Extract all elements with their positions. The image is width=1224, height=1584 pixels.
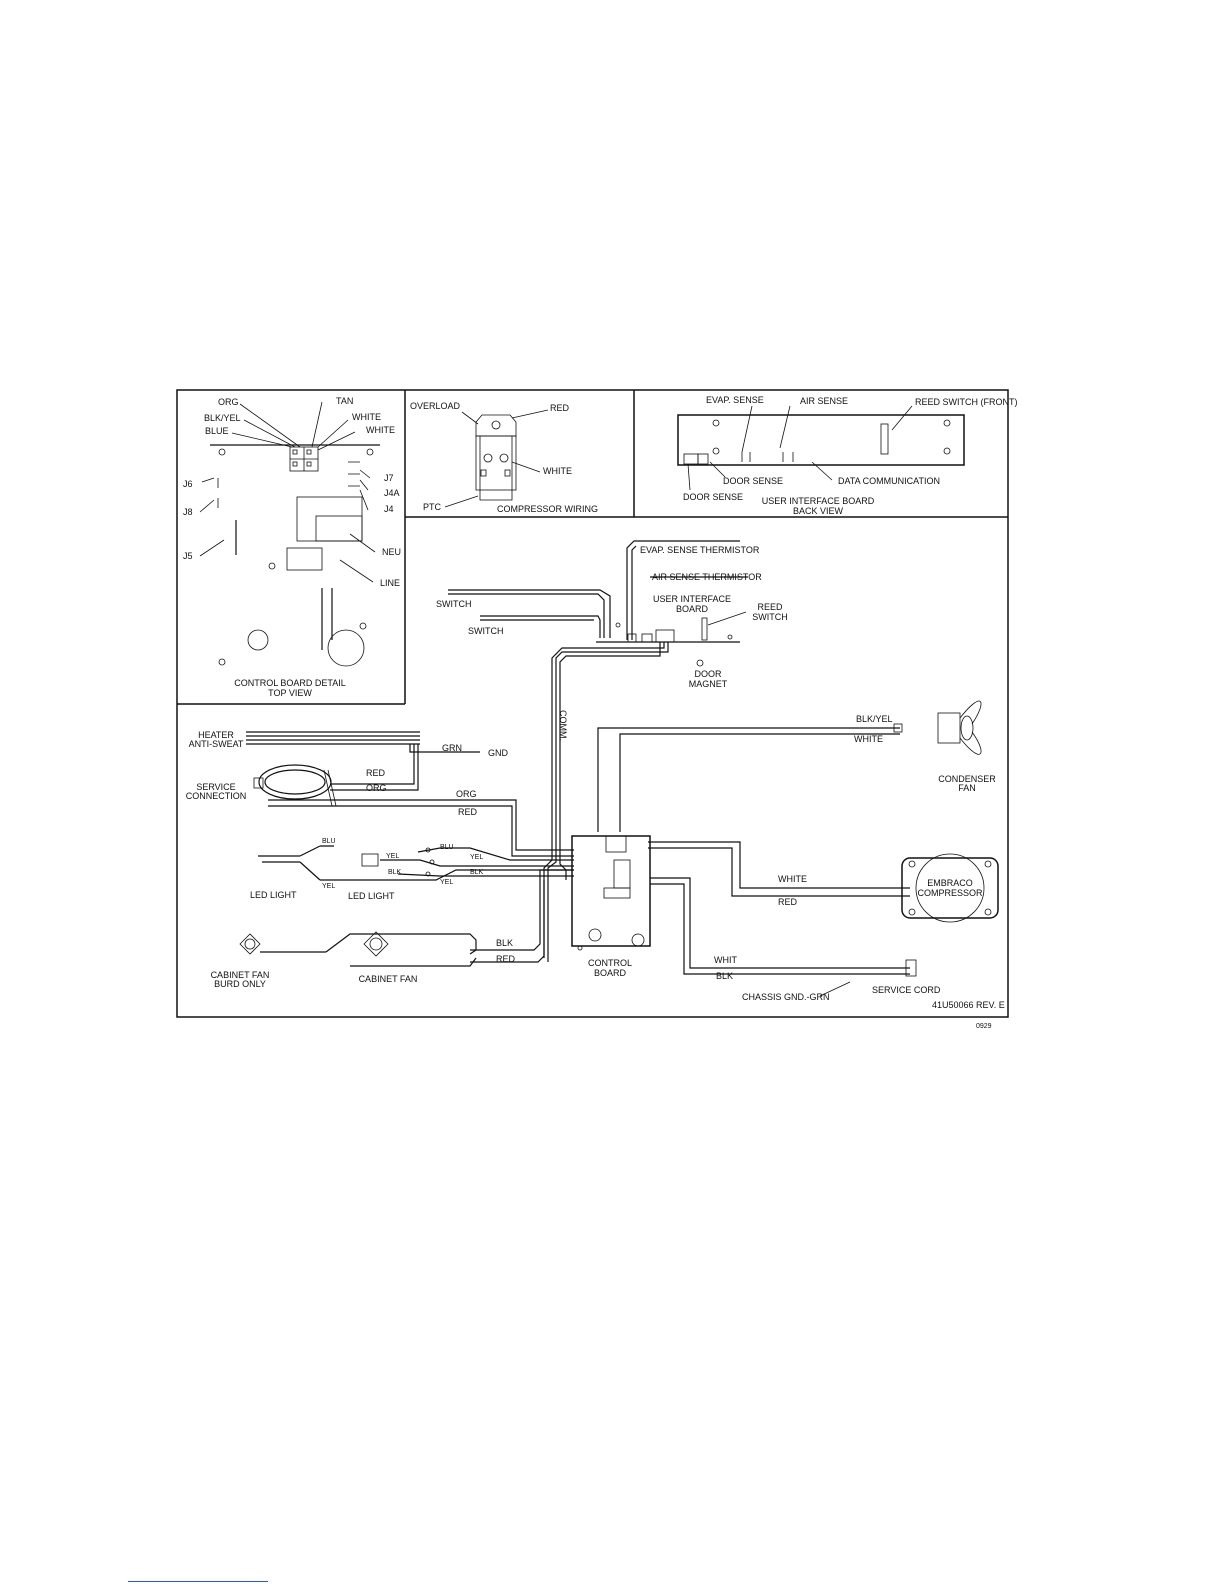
- label-j4a: J4A: [384, 488, 400, 498]
- label-led-light: LED LIGHT: [348, 891, 395, 901]
- label-org: ORG: [218, 397, 239, 407]
- label-blue: BLUE: [205, 426, 229, 436]
- label-blk: BLK: [388, 869, 402, 876]
- corner-mark: 0929: [976, 1023, 992, 1030]
- label-embraco-compressor: COMPRESSOR: [917, 888, 983, 898]
- panel-title: CONTROL BOARD DETAIL: [234, 678, 346, 688]
- label-heater: ANTI-SWEAT: [189, 739, 244, 749]
- label-service-cord: SERVICE CORD: [872, 985, 941, 995]
- label-white: WHITE: [854, 734, 883, 744]
- label-evap-thermistor: EVAP. SENSE THERMISTOR: [640, 545, 760, 555]
- label-led-light: LED LIGHT: [250, 890, 297, 900]
- label-cabinet-fan: CABINET FAN: [359, 974, 418, 984]
- label-chassis-gnd: CHASSIS GND.-GRN: [742, 992, 830, 1002]
- label-white: WHITE: [366, 425, 395, 435]
- label-condenser-fan: FAN: [958, 783, 976, 793]
- control-board-detail-panel: ORG TAN BLK/YEL WHITE BLUE WHITE J6 J7 J…: [183, 396, 401, 698]
- label-service-connection: CONNECTION: [186, 791, 247, 801]
- label-control-board: CONTROL: [588, 958, 632, 968]
- label-red: RED: [496, 954, 516, 964]
- label-cabinet-fan: CABINET FAN: [211, 970, 270, 980]
- label-blk: BLK: [470, 869, 484, 876]
- label-ui-board: BOARD: [676, 604, 709, 614]
- main-wiring-diagram: EVAP. SENSE THERMISTOR AIR SENSE THERMIS…: [186, 540, 1005, 1010]
- label-j6: J6: [183, 479, 193, 489]
- label-air-sense: AIR SENSE: [800, 396, 848, 406]
- label-door-sense: DOOR SENSE: [683, 492, 743, 502]
- label-yel: YEL: [470, 854, 483, 861]
- label-org: ORG: [366, 783, 387, 793]
- label-cabinet-fan: BURD ONLY: [214, 979, 266, 989]
- label-red: RED: [778, 897, 798, 907]
- label-j8: J8: [183, 507, 193, 517]
- label-org: ORG: [456, 789, 477, 799]
- footer-link-underline: [128, 1581, 268, 1582]
- label-blk-yel: BLK/YEL: [204, 413, 241, 423]
- label-white: WHITE: [543, 466, 572, 476]
- label-neu: NEU: [382, 547, 401, 557]
- label-switch: SWITCH: [436, 599, 472, 609]
- label-data-communication: DATA COMMUNICATION: [838, 476, 940, 486]
- panel-subtitle: TOP VIEW: [268, 688, 312, 698]
- label-j5: J5: [183, 551, 193, 561]
- panel-subtitle: BACK VIEW: [793, 506, 844, 516]
- compressor-wiring-panel: OVERLOAD RED WHITE PTC COMPRESSOR WIRING: [410, 401, 598, 514]
- label-blk: BLK: [496, 938, 513, 948]
- label-line: LINE: [380, 578, 400, 588]
- label-blu: BLU: [322, 838, 336, 845]
- panel-title: USER INTERFACE BOARD: [762, 496, 875, 506]
- label-ui-board: USER INTERFACE: [653, 594, 731, 604]
- label-yel: YEL: [440, 879, 453, 886]
- label-reed-switch: REED: [757, 602, 783, 612]
- part-number: 41U50066 REV. E: [932, 1000, 1005, 1010]
- label-heater: HEATER: [198, 730, 234, 740]
- label-white: WHITE: [352, 412, 381, 422]
- label-tan: TAN: [336, 396, 353, 406]
- label-comm: COMM.: [558, 710, 568, 741]
- label-red: RED: [550, 403, 570, 413]
- label-blu: BLU: [440, 844, 454, 851]
- label-evap-sense: EVAP. SENSE: [706, 395, 764, 405]
- label-door-magnet: DOOR: [695, 669, 723, 679]
- label-gnd: GND: [488, 748, 509, 758]
- user-interface-board-panel: EVAP. SENSE AIR SENSE REED SWITCH (FRONT…: [677, 395, 1018, 516]
- label-switch: SWITCH: [468, 626, 504, 636]
- label-reed-switch: SWITCH: [752, 612, 788, 622]
- label-door-sense: DOOR SENSE: [723, 476, 783, 486]
- label-j7: J7: [384, 473, 394, 483]
- label-overload: OVERLOAD: [410, 401, 461, 411]
- label-embraco-compressor: EMBRACO: [927, 878, 973, 888]
- label-ptc: PTC: [423, 502, 442, 512]
- label-white: WHITE: [778, 874, 807, 884]
- label-yel: YEL: [386, 853, 399, 860]
- label-yel: YEL: [322, 883, 335, 890]
- label-grn: GRN: [442, 743, 462, 753]
- label-j4: J4: [384, 504, 394, 514]
- label-blk: BLK: [716, 971, 733, 981]
- label-door-magnet: MAGNET: [689, 679, 728, 689]
- label-red: RED: [458, 807, 478, 817]
- label-blk-yel: BLK/YEL: [856, 714, 893, 724]
- label-control-board: BOARD: [594, 968, 627, 978]
- label-service-connection: SERVICE: [196, 782, 235, 792]
- label-whit: WHIT: [714, 955, 737, 965]
- label-red: RED: [366, 768, 386, 778]
- panel-title: COMPRESSOR WIRING: [497, 504, 598, 514]
- label-condenser-fan: CONDENSER: [938, 774, 996, 784]
- label-air-thermistor: AIR SENSE THERMISTOR: [652, 572, 762, 582]
- label-reed-switch-front: REED SWITCH (FRONT): [915, 397, 1018, 407]
